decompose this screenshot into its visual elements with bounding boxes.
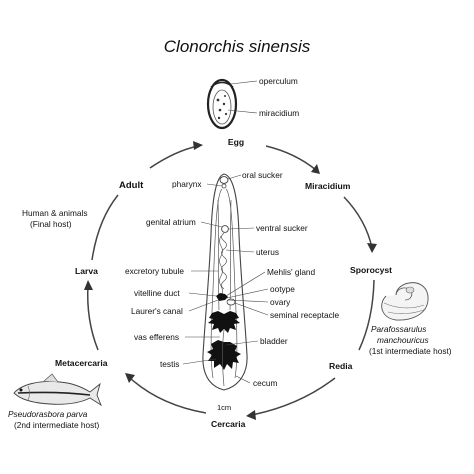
arrow-redia-to-cercaria xyxy=(251,377,336,416)
label-operculum: operculum xyxy=(259,76,298,86)
label-seminal-receptacle: seminal receptacle xyxy=(270,310,340,320)
label-oral-sucker: oral sucker xyxy=(242,170,283,180)
arrow-metacercaria-to-larva xyxy=(86,284,99,351)
label-cecum: cecum xyxy=(253,378,278,388)
anatomy-leader-lines xyxy=(182,174,269,384)
stage-redia: Redia xyxy=(329,361,353,371)
worm-pharynx xyxy=(221,183,227,189)
arrowhead-metacercaria xyxy=(125,373,135,383)
label-ootype: ootype xyxy=(270,284,295,294)
stage-adult: Adult xyxy=(119,180,144,191)
label-egg-miracidium: miracidium xyxy=(259,108,299,118)
label-pharynx: pharynx xyxy=(172,179,202,189)
snail-species: manchouricus xyxy=(377,335,429,345)
diagram-title: Clonorchis sinensis xyxy=(164,37,311,56)
label-vas-efferens: vas efferens xyxy=(134,332,179,342)
label-bladder: bladder xyxy=(260,336,288,346)
label-vitelline-duct: vitelline duct xyxy=(134,288,180,298)
final-host-line1: Human & animals xyxy=(22,208,87,218)
arrow-larva-to-adult xyxy=(91,194,119,261)
stage-sporocyst: Sporocyst xyxy=(350,265,392,275)
label-genital-atrium: genital atrium xyxy=(146,217,196,227)
arrow-adult-to-egg xyxy=(149,145,199,169)
arrow-cercaria-to-metacercaria xyxy=(129,377,207,414)
label-uterus: uterus xyxy=(256,247,279,257)
worm-ventral-sucker xyxy=(221,225,229,233)
label-laurers-canal: Laurer's canal xyxy=(131,306,183,316)
worm-testis-upper xyxy=(208,311,240,333)
label-excretory-tubule: excretory tubule xyxy=(125,266,184,276)
egg-illustration xyxy=(206,78,238,130)
arrowhead-cercaria xyxy=(246,410,256,420)
cycle-arrows xyxy=(84,141,377,420)
arrow-miracidium-to-sporocyst xyxy=(343,196,373,249)
worm-oral-sucker xyxy=(219,176,229,184)
final-host-line2: (Final host) xyxy=(30,219,72,229)
worm-bladder xyxy=(222,329,225,387)
worm-body xyxy=(202,173,248,391)
stage-cercaria: Cercaria xyxy=(211,419,246,429)
worm-ovary xyxy=(216,293,228,301)
stage-metacercaria: Metacercaria xyxy=(55,358,108,368)
worm-uterus xyxy=(221,232,227,290)
label-ovary: ovary xyxy=(270,297,291,307)
label-ventral-sucker: ventral sucker xyxy=(256,223,308,233)
snail-illustration xyxy=(381,282,429,321)
adult-worm-illustration xyxy=(202,173,248,391)
arrowhead-larva xyxy=(84,280,93,290)
stage-larva: Larva xyxy=(75,266,98,276)
arrow-sporocyst-to-redia xyxy=(358,279,375,351)
arrowhead-miracidium xyxy=(311,164,320,174)
fish-host: (2nd intermediate host) xyxy=(14,420,100,430)
scale-label: 1cm xyxy=(217,403,231,412)
snail-host: (1st intermediate host) xyxy=(369,346,452,356)
worm-testis-lower xyxy=(207,340,241,370)
label-mehlis-gland: Mehlis' gland xyxy=(267,267,316,277)
stage-egg: Egg xyxy=(228,137,244,147)
arrowhead-egg xyxy=(193,141,203,150)
snail-genus: Parafossarulus xyxy=(371,324,426,334)
fish-species: Pseudorasbora parva xyxy=(8,409,88,419)
fish-illustration xyxy=(13,373,102,407)
arrowhead-sporocyst xyxy=(367,243,377,253)
label-testis: testis xyxy=(160,359,179,369)
stage-miracidium: Miracidium xyxy=(305,181,351,191)
arrow-egg-to-miracidium xyxy=(265,145,317,171)
